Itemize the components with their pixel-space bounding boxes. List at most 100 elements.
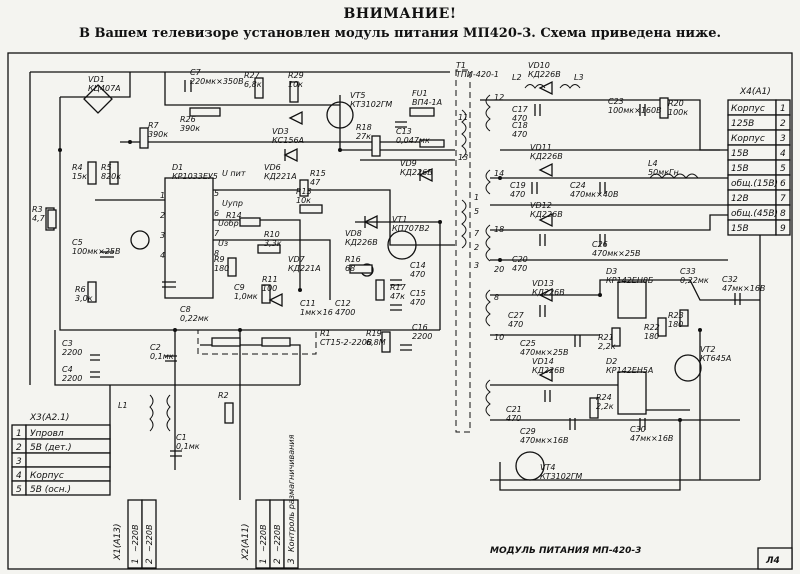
component-value-vd12: КД226В — [530, 210, 563, 219]
x4-row-label: общ.(45В) — [731, 209, 778, 219]
component-ref-r20: R20 — [668, 99, 684, 108]
regulator-d2 — [617, 371, 647, 415]
component-ref-c33: C33 — [680, 267, 696, 276]
component-value-r10: 3,3к — [264, 239, 282, 248]
component-ref-vd9: VD9 — [400, 159, 417, 168]
component-value-c30: 47мк×16В — [630, 434, 673, 443]
component-value-vd10: КД226В — [528, 70, 561, 79]
t1-primary-pin-7: 7 — [474, 229, 480, 238]
t1-secondary-pin-14: 14 — [494, 169, 504, 178]
component-value-c19: 470 — [510, 190, 525, 199]
junction-dots — [58, 140, 702, 422]
component-value-c11: 1мк×16 — [300, 308, 333, 317]
component-value-c13: 0,047мк — [396, 136, 430, 145]
component-value-c18: 470 — [512, 130, 527, 139]
component-value-c7: 220мк×350В — [190, 77, 244, 86]
component-ref-r15: R15 — [310, 169, 326, 178]
component-value-c32: 47мк×16В — [722, 284, 765, 293]
d1-signal-label: U пит — [222, 169, 246, 178]
component-ref-d1: D1 — [172, 163, 183, 172]
module-caption: МОДУЛЬ ПИТАНИЯ МП-420-3 — [490, 546, 641, 556]
posistor-r1-box — [197, 329, 317, 355]
component-value-c9: 1,0мк — [234, 292, 258, 301]
component-ref-r18: R18 — [356, 123, 372, 132]
component-value-r21: 2,2к — [598, 342, 616, 351]
component-value-r13: 10к — [296, 196, 311, 205]
component-value-r18: 27к — [356, 132, 371, 141]
component-value-vd14: КД226В — [532, 366, 565, 375]
d1-pin-2: 2 — [160, 211, 165, 220]
transformer-t1 — [461, 94, 491, 417]
connector_x2-title: X2(А11) — [241, 523, 251, 561]
component-value-c16: 2200 — [412, 332, 432, 341]
component-ref-c19: C19 — [510, 181, 526, 190]
component-ref-c1: C1 — [176, 433, 187, 442]
component-ref-c5: C5 — [72, 238, 83, 247]
component-ref-vd7: VD7 — [288, 255, 306, 264]
component-value-vd3: КС156А — [272, 136, 304, 145]
component-ref-c17: C17 — [512, 105, 529, 114]
x3-row-label: Корпус — [30, 471, 64, 481]
component-ref-c16: C16 — [412, 323, 428, 332]
component-value-c12: 4700 — [335, 308, 355, 317]
component-value-vt2: КТ645А — [700, 354, 731, 363]
component-value-c3: 2200 — [62, 348, 82, 357]
x3-row-cell — [25, 452, 111, 468]
t1-primary-pin-3: 3 — [474, 261, 479, 270]
x4-row-label: 125В — [731, 119, 754, 129]
component-value-r7: 390к — [148, 130, 168, 139]
component-value-d2: КР142ЕН5А — [606, 366, 653, 375]
x4-pin-number: 3 — [780, 134, 786, 144]
component-value-r5: 820к — [101, 172, 121, 181]
t1-secondary-pin-20: 20 — [494, 265, 504, 274]
connector_x2-pin-number: 3 — [287, 558, 297, 564]
component-ref-c13: C13 — [396, 127, 412, 136]
component-value-r11: 100 — [262, 284, 277, 293]
t1-secondary-pin-8: 8 — [494, 293, 499, 302]
component-ref-c15: C15 — [410, 289, 426, 298]
component-ref-c23: C23 — [608, 97, 624, 106]
component-ref-c20: C20 — [512, 255, 528, 264]
component-ref-c32: C32 — [722, 275, 738, 284]
isolation-barrier — [455, 69, 471, 433]
component-ref-r2: R2 — [218, 391, 229, 400]
component-value-vt1: КП707В2 — [392, 224, 430, 233]
component-value-vt4: КТ3102ГМ — [540, 472, 582, 481]
component-value-d1: КР1033ЕУ5 — [172, 172, 218, 181]
component-labels: VD1КЦ407АC7220мк×350ВR276,8кR2910кR26390… — [32, 61, 765, 481]
page-number: Л4 — [765, 556, 780, 566]
component-value-c26: 470мк×25В — [592, 249, 641, 258]
x4-row-label: 15В — [731, 164, 749, 174]
component-value-r27: 6,8к — [244, 80, 262, 89]
component-ref-r1: R1 — [320, 329, 331, 338]
component-value-vd9: КД226В — [400, 168, 433, 177]
component-value-r22: 180 — [644, 332, 659, 341]
component-ref-c18: C18 — [512, 121, 528, 130]
component-value-c29: 470мк×16В — [520, 436, 569, 445]
t1-primary-pin-5: 5 — [474, 207, 479, 216]
x3-pin-number: 2 — [16, 443, 22, 453]
component-ref-c24: C24 — [570, 181, 586, 190]
connector_x1-pin-number: 1 — [131, 558, 141, 564]
x3-pin-number: 4 — [16, 471, 22, 481]
inductor-l3 — [559, 84, 581, 89]
page-title: ВНИМАНИЕ! — [343, 6, 457, 22]
posistor-r1b — [261, 337, 291, 347]
d1-pin-4: 4 — [160, 251, 165, 260]
component-ref-l1: L1 — [118, 401, 128, 410]
component-ref-r27: R27 — [244, 71, 261, 80]
x4-pin-number: 1 — [780, 104, 786, 114]
ic-d1 — [164, 177, 214, 299]
component-ref-c29: C29 — [520, 427, 536, 436]
component-value-fu1: ВП4-1А — [412, 98, 442, 107]
component-value-c23: 100мк×160В — [608, 106, 662, 115]
component-ref-vd8: VD8 — [345, 229, 362, 238]
x4-row-label: Корпус — [731, 134, 765, 144]
connector_x1-pin-cell — [141, 499, 157, 569]
component-value-vd11: КД226В — [530, 152, 563, 161]
choke-l1 — [149, 394, 171, 432]
x4-row-label: общ.(15В) — [731, 179, 778, 189]
